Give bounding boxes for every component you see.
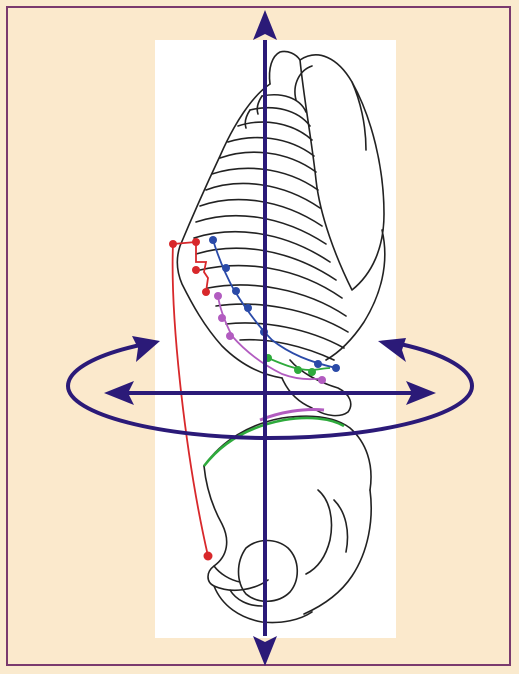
illustration-panel (155, 40, 396, 638)
